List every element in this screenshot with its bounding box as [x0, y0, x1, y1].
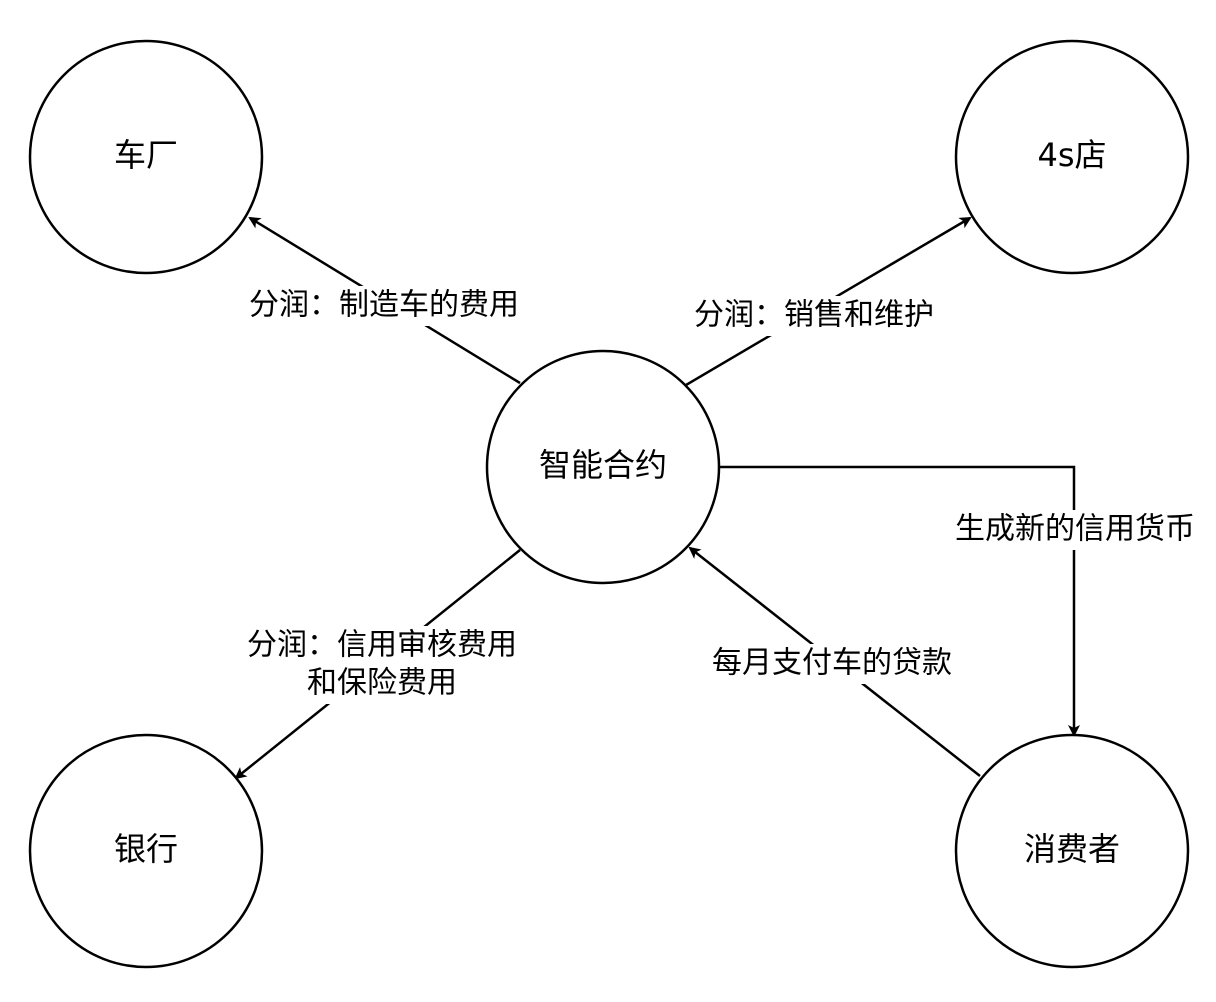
node-bank: 银行	[28, 733, 264, 969]
node-dealer-label: 4s店	[1037, 136, 1106, 174]
edge-label-contract-to-dealer: 分润：销售和维护	[672, 296, 956, 336]
edge-contract-to-consumer	[720, 465, 1080, 737]
node-consumer: 消费者	[954, 733, 1190, 969]
edge-label-contract-to-consumer: 生成新的信用货币	[936, 510, 1214, 550]
node-bank-label: 银行	[114, 830, 178, 868]
edge-label-contract-to-factory-text: 分润：制造车的费用	[249, 288, 519, 323]
node-consumer-label: 消费者	[1024, 830, 1120, 868]
node-factory: 车厂	[28, 39, 264, 275]
node-contract: 智能合约	[485, 349, 721, 585]
edge-label-consumer-to-contract-text: 每月支付车的贷款	[712, 646, 952, 681]
node-contract-label: 智能合约	[539, 446, 667, 484]
edge-label-contract-to-bank-line2: 和保险费用	[307, 666, 457, 701]
edge-label-contract-to-factory: 分润：制造车的费用	[224, 286, 544, 326]
edge-label-contract-to-bank-line1: 分润：信用审核费用	[247, 628, 517, 663]
edge-label-contract-to-dealer-text: 分润：销售和维护	[694, 298, 934, 333]
node-factory-label: 车厂	[114, 136, 178, 174]
edge-label-contract-to-consumer-text: 生成新的信用货币	[955, 512, 1195, 547]
node-dealer: 4s店	[954, 39, 1190, 275]
edge-label-consumer-to-contract: 每月支付车的贷款	[700, 644, 964, 684]
edge-label-contract-to-bank: 分润：信用审核费用 和保险费用	[234, 626, 530, 704]
